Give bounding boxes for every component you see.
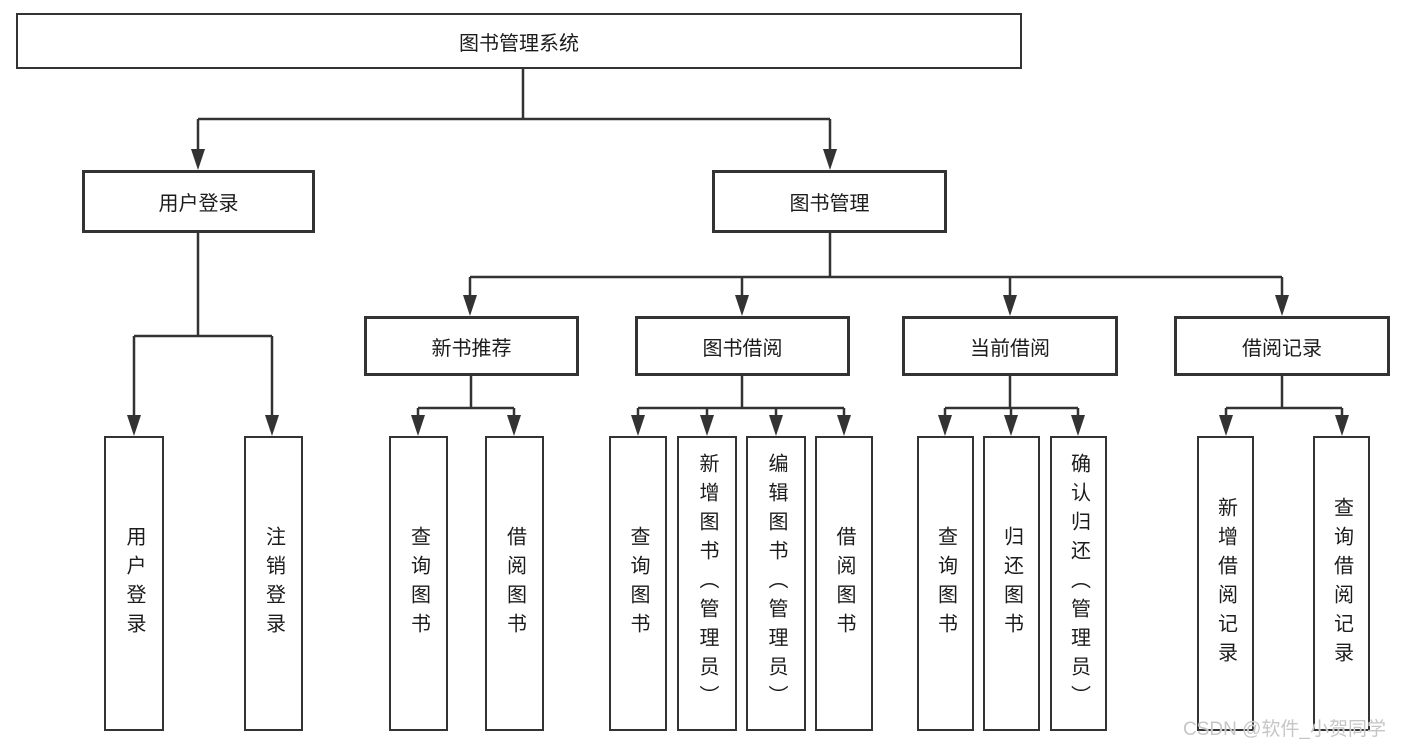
leaf-add-borrow-record-label: 新增借阅记录	[1214, 496, 1237, 671]
leaf-borrow-books-borrow: 借阅图书	[815, 436, 873, 731]
arrowheads	[127, 149, 1349, 436]
leaf-edit-books-admin: 编辑图书（管理员）	[746, 436, 806, 731]
leaf-borrow-books-recommend: 借阅图书	[485, 436, 544, 731]
node-book-borrowing: 图书借阅	[635, 316, 850, 376]
node-current-borrowing: 当前借阅	[902, 316, 1118, 376]
leaf-query-books-recommend: 查询图书	[389, 436, 448, 731]
leaf-user-login-label: 用户登录	[123, 525, 145, 642]
leaf-query-books-borrow-label: 查询图书	[627, 525, 649, 642]
leaf-return-books-label: 归还图书	[1000, 525, 1023, 642]
leaf-query-books-borrow: 查询图书	[609, 436, 667, 731]
leaf-edit-books-admin-label: 编辑图书（管理员）	[765, 453, 787, 714]
leaf-query-books-recommend-label: 查询图书	[407, 525, 430, 642]
leaf-confirm-return-admin: 确认归还（管理员）	[1050, 436, 1107, 731]
leaf-logout-label: 注销登录	[262, 525, 285, 642]
leaf-query-borrow-record: 查询借阅记录	[1313, 436, 1370, 731]
csdn-watermark: CSDN @软件_小贺同学	[1183, 719, 1386, 740]
leaf-add-books-admin-label: 新增图书（管理员）	[696, 453, 718, 714]
leaf-query-books-current: 查询图书	[917, 436, 974, 731]
leaf-add-books-admin: 新增图书（管理员）	[677, 436, 737, 731]
leaf-borrow-books-borrow-label: 借阅图书	[833, 525, 855, 642]
connector-lines	[132, 69, 1344, 421]
leaf-user-login: 用户登录	[104, 436, 164, 731]
leaf-logout: 注销登录	[244, 436, 303, 731]
node-library-management-system: 图书管理系统	[16, 13, 1022, 69]
leaf-borrow-books-recommend-label: 借阅图书	[503, 525, 526, 642]
node-user-login: 用户登录	[82, 170, 315, 233]
node-new-book-recommendation: 新书推荐	[364, 316, 579, 376]
leaf-add-borrow-record: 新增借阅记录	[1197, 436, 1254, 731]
leaf-return-books: 归还图书	[983, 436, 1040, 731]
leaf-confirm-return-admin-label: 确认归还（管理员）	[1067, 453, 1090, 714]
leaf-query-borrow-record-label: 查询借阅记录	[1330, 496, 1353, 671]
node-borrowing-records: 借阅记录	[1174, 316, 1390, 376]
leaf-query-books-current-label: 查询图书	[934, 525, 957, 642]
node-book-management: 图书管理	[712, 170, 947, 233]
